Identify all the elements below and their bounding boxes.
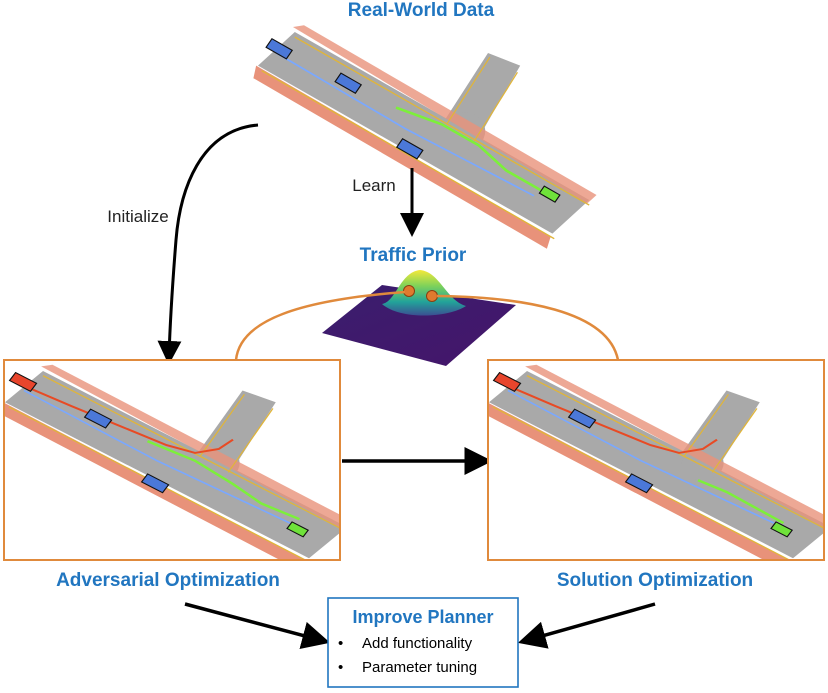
planner-bullet-glyph-1: • — [338, 635, 343, 652]
traffic-prior-title: Traffic Prior — [360, 245, 467, 266]
prior-link-left-arc — [234, 290, 406, 361]
solution-red-trajectory — [505, 384, 718, 454]
adversarial-to-planner-arrow — [184, 602, 331, 650]
adversarial-red-trajectory — [21, 384, 234, 454]
initialize-arrow — [157, 123, 259, 365]
green-trajectory — [395, 106, 544, 193]
vehicle-green — [538, 185, 561, 203]
traffic-prior-density-surface — [322, 270, 516, 366]
solution-optimization-title: Solution Optimization — [557, 570, 753, 591]
vehicle-blue-2 — [334, 72, 363, 95]
real-world-data-scene — [252, 24, 598, 250]
planner-bullet-2: Parameter tuning — [362, 659, 477, 676]
learn-label: Learn — [352, 176, 395, 195]
prior-sample-point-1 — [403, 285, 415, 297]
solution-to-planner-arrow — [517, 602, 656, 649]
initialize-label: Initialize — [107, 207, 168, 226]
planner-bullet-glyph-2: • — [338, 659, 343, 676]
improve-planner-box: Improve Planner • Add functionality • Pa… — [327, 597, 519, 688]
adversarial-panel — [3, 359, 341, 561]
adversarial-optimization-title: Adversarial Optimization — [56, 570, 280, 591]
prior-link-right-arc — [436, 294, 620, 361]
solution-panel — [487, 359, 825, 561]
vehicle-blue-3 — [395, 137, 424, 160]
real-world-data-title: Real-World Data — [348, 0, 495, 21]
planner-bullet-1: Add functionality — [362, 635, 473, 652]
vehicle-blue-1 — [265, 37, 294, 60]
blue-trajectory — [275, 52, 535, 197]
improve-planner-title: Improve Planner — [352, 607, 493, 627]
prior-sample-point-2 — [426, 290, 438, 302]
